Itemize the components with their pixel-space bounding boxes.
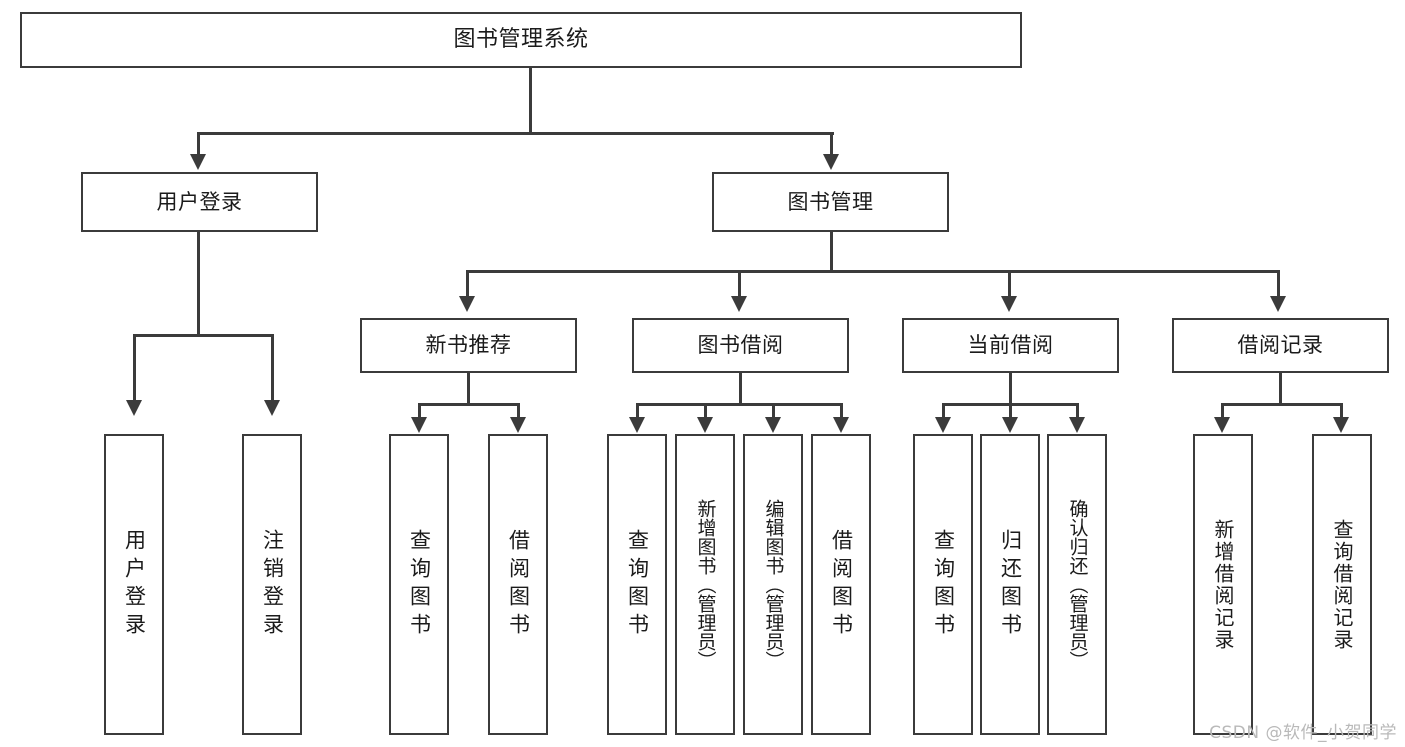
leaf-new-book-query-book[interactable]: 查询图书: [389, 434, 449, 735]
arrow-user-login-to-leaf-1: [264, 400, 280, 416]
node-label: 查询图书: [931, 528, 956, 641]
connector-root-bus: [197, 132, 834, 135]
node-label: 新增借阅记录: [1211, 518, 1235, 651]
arrow-br-to-leaf-1: [1333, 417, 1349, 433]
connector-bb-bus: [636, 403, 843, 406]
node-label: 当前借阅: [967, 333, 1054, 358]
node-label: 用户登录: [156, 189, 243, 214]
arrow-bb-to-leaf-3: [833, 417, 849, 433]
node-label: 注销登录: [260, 528, 285, 641]
node-label: 查询图书: [625, 528, 650, 641]
node-label: 编辑图书（管理员）: [762, 499, 785, 670]
arrow-nbr-to-leaf-0: [411, 417, 427, 433]
node-book-borrow[interactable]: 图书借阅: [632, 318, 849, 373]
node-label: 查询借阅记录: [1330, 518, 1354, 651]
leaf-current-borrow-confirm-return-admin[interactable]: 确认归还（管理员）: [1047, 434, 1107, 735]
leaf-current-borrow-return-book[interactable]: 归还图书: [980, 434, 1040, 735]
arrow-root-to-user-login: [190, 154, 206, 170]
node-label: 新增图书（管理员）: [694, 499, 717, 670]
arrow-root-to-book-management: [823, 154, 839, 170]
connector-user-login-trunk: [197, 232, 200, 336]
arrow-bb-to-leaf-2: [765, 417, 781, 433]
arrow-user-login-to-leaf-0: [126, 400, 142, 416]
leaf-book-borrow-borrow-book[interactable]: 借阅图书: [811, 434, 871, 735]
node-label: 用户登录: [122, 528, 147, 641]
connector-bm-to-borrow-record: [1277, 270, 1280, 298]
connector-nbr-trunk: [467, 373, 470, 405]
connector-root-to-user-login: [197, 132, 200, 156]
arrow-bm-to-borrow-record: [1270, 296, 1286, 312]
arrow-bm-to-book-borrow: [731, 296, 747, 312]
connector-br-bus: [1221, 403, 1342, 406]
node-label: 图书借阅: [697, 333, 784, 358]
connector-bb-to-leaf-2: [772, 403, 775, 419]
connector-root-to-book-management: [830, 132, 833, 156]
node-label: 确认归还（管理员）: [1066, 499, 1089, 670]
connector-nbr-to-leaf-0: [418, 403, 421, 419]
arrow-nbr-to-leaf-1: [510, 417, 526, 433]
arrow-bm-to-new-book: [459, 296, 475, 312]
leaf-borrow-record-add-record[interactable]: 新增借阅记录: [1193, 434, 1253, 735]
leaf-book-borrow-edit-book-admin[interactable]: 编辑图书（管理员）: [743, 434, 803, 735]
node-book-management[interactable]: 图书管理: [712, 172, 949, 232]
arrow-bb-to-leaf-1: [697, 417, 713, 433]
arrow-cb-to-leaf-0: [935, 417, 951, 433]
node-label: 借阅图书: [829, 528, 854, 641]
connector-br-to-leaf-1: [1340, 403, 1343, 419]
node-book-management-system[interactable]: 图书管理系统: [20, 12, 1022, 68]
node-current-borrow[interactable]: 当前借阅: [902, 318, 1119, 373]
leaf-new-book-borrow-book[interactable]: 借阅图书: [488, 434, 548, 735]
connector-cb-trunk: [1009, 373, 1012, 405]
connector-br-trunk: [1279, 373, 1282, 405]
node-label: 借阅图书: [506, 528, 531, 641]
connector-bb-to-leaf-1: [704, 403, 707, 419]
leaf-book-borrow-query-book[interactable]: 查询图书: [607, 434, 667, 735]
node-label: 查询图书: [407, 528, 432, 641]
connector-cb-to-leaf-0: [942, 403, 945, 419]
arrow-cb-to-leaf-1: [1002, 417, 1018, 433]
connector-bm-to-book-borrow: [738, 270, 741, 298]
arrow-bb-to-leaf-0: [629, 417, 645, 433]
node-label: 归还图书: [998, 528, 1023, 641]
connector-user-login-to-leaf-1: [271, 334, 274, 402]
leaf-user-login-logout[interactable]: 注销登录: [242, 434, 302, 735]
connector-nbr-bus: [418, 403, 519, 406]
connector-user-login-to-leaf-0: [133, 334, 136, 402]
connector-nbr-to-leaf-1: [517, 403, 520, 419]
connector-user-login-bus: [133, 334, 274, 337]
connector-cb-to-leaf-1: [1009, 403, 1012, 419]
connector-bb-to-leaf-3: [840, 403, 843, 419]
leaf-current-borrow-query-book[interactable]: 查询图书: [913, 434, 973, 735]
connector-book-management-bus: [466, 270, 1280, 273]
connector-bb-trunk: [739, 373, 742, 405]
node-new-book-recommend[interactable]: 新书推荐: [360, 318, 577, 373]
node-label: 图书管理系统: [453, 27, 589, 53]
connector-bm-to-new-book: [466, 270, 469, 298]
connector-br-to-leaf-0: [1221, 403, 1224, 419]
watermark-text: CSDN @软件_小贺同学: [1209, 723, 1397, 743]
node-user-login[interactable]: 用户登录: [81, 172, 318, 232]
leaf-borrow-record-query-record[interactable]: 查询借阅记录: [1312, 434, 1372, 735]
node-borrow-record[interactable]: 借阅记录: [1172, 318, 1389, 373]
node-label: 借阅记录: [1237, 333, 1324, 358]
connector-bm-to-current-borrow: [1008, 270, 1011, 298]
leaf-user-login-login[interactable]: 用户登录: [104, 434, 164, 735]
connector-bb-to-leaf-0: [636, 403, 639, 419]
connector-book-management-trunk: [830, 232, 833, 272]
arrow-cb-to-leaf-2: [1069, 417, 1085, 433]
arrow-bm-to-current-borrow: [1001, 296, 1017, 312]
connector-root-trunk: [529, 68, 532, 134]
leaf-book-borrow-add-book-admin[interactable]: 新增图书（管理员）: [675, 434, 735, 735]
node-label: 图书管理: [787, 189, 874, 214]
node-label: 新书推荐: [425, 333, 512, 358]
connector-cb-to-leaf-2: [1076, 403, 1079, 419]
arrow-br-to-leaf-0: [1214, 417, 1230, 433]
